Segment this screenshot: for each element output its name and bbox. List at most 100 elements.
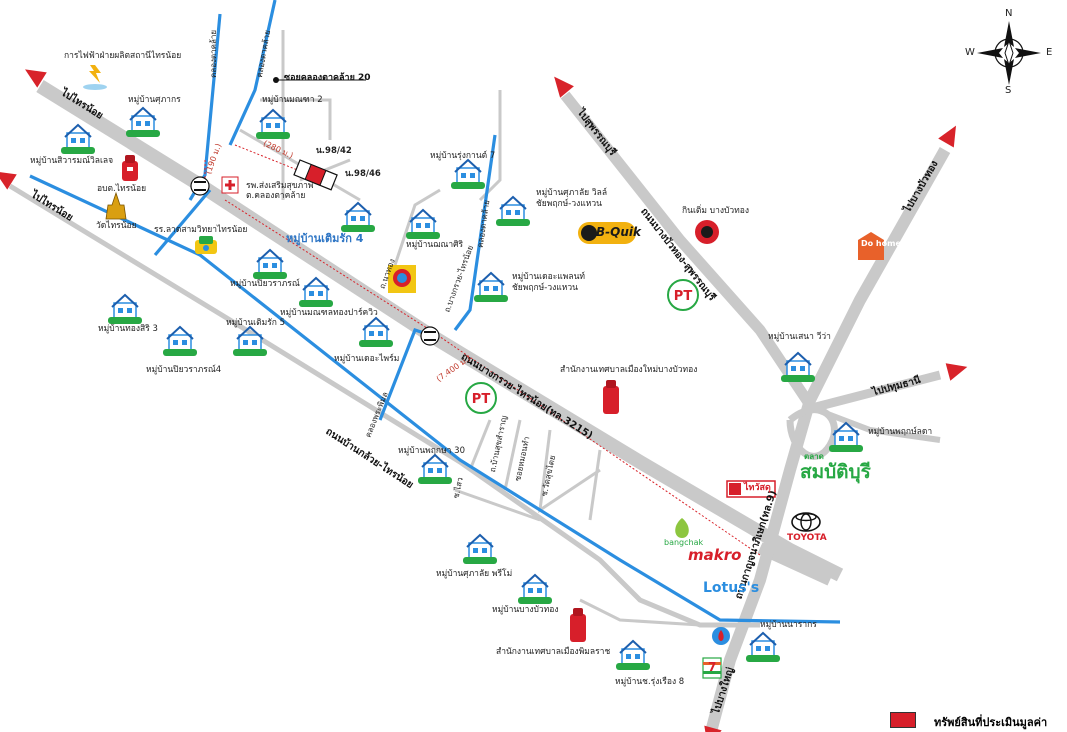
village-label: หมู่บ้านบางบัวทอง	[492, 605, 559, 615]
place-office2: สำนักงานเทศบาลเมืองพิมลราช	[496, 647, 611, 657]
plot-label-2: น.98/46	[345, 169, 381, 179]
house-icon	[615, 640, 651, 671]
road-label-soi20: ซอยคลองตาคล้าย 20	[284, 73, 371, 83]
road-3215	[36, 80, 844, 582]
road-label-soi-a: คลองตาคล้าย	[209, 29, 219, 79]
canal-main	[29, 174, 841, 624]
arrow-to-pathum-icon	[945, 358, 970, 381]
brand-makro: makro	[688, 546, 742, 564]
brand-sombat: สมบัติบุรี	[800, 461, 871, 483]
house-icon	[473, 272, 509, 303]
toyota-logo	[791, 512, 821, 532]
road-kanchana	[706, 147, 951, 730]
village-label: หมู่บ้านสิวารมณ์วิลเลจ	[30, 156, 114, 166]
village-label: หมู่บ้านเดอะแพลนท์ ชัยพฤกษ์-วงแหวน	[512, 272, 585, 293]
place-police: อบต.ไทรน้อย	[97, 184, 147, 194]
village-label: หมู่บ้านพฤกษา 30	[398, 446, 465, 456]
canal-b	[228, 0, 277, 146]
brand-sombat-small: ตลาด	[804, 452, 824, 461]
compass-s: S	[1005, 85, 1012, 96]
village-label: หมู่บ้านมณฑา 2	[262, 95, 323, 105]
place-kinsem: กินเติ่ม บางบัวทอง	[682, 206, 750, 216]
place-office1: สำนักงานเทศบาลเมืองใหม่บางบัวทอง	[560, 365, 698, 375]
village-label: หมู่บ้านพฤกษ์ลดา	[868, 427, 933, 437]
police-icon	[122, 155, 138, 181]
house-icon	[125, 107, 161, 138]
canal-c	[153, 188, 212, 257]
village-label: หมู่บ้านเติมรัก 4	[286, 232, 364, 245]
school-icon	[195, 236, 217, 254]
kinsem-icon	[695, 220, 719, 244]
intersection-1-icon	[190, 176, 210, 196]
hospital-icon	[221, 176, 239, 194]
village-label: หมู่บ้านเดอะไพร์ม	[334, 354, 400, 364]
bangchak-logo	[675, 518, 689, 538]
brand-thaiwatsadu: ไทวัสดุ	[744, 483, 771, 493]
compass-w: W	[965, 47, 975, 58]
village-label: หมู่บ้านช.รุ่งเรือง 8	[615, 677, 685, 687]
place-temple: วัดไทรน้อย	[96, 221, 137, 231]
ptt-icon	[712, 627, 730, 645]
house-icon	[107, 294, 143, 325]
place-hospital: รพ.ส่งเสริมสุขภาพ ต.คลองตาคล้าย	[246, 181, 314, 202]
egat-icon	[83, 65, 107, 90]
house-icon	[162, 326, 198, 357]
house-icon	[255, 109, 291, 140]
pt-icon-2: PT	[465, 382, 497, 414]
village-label: หมู่บ้านศุภากร	[128, 95, 181, 105]
house-icon	[340, 202, 376, 233]
village-label: หมู่บ้านนารากร	[760, 620, 817, 630]
temple-icon	[105, 191, 127, 220]
village-label: หมู่บ้านปิยวราภรณ์	[230, 279, 300, 289]
brand-toyota: TOYOTA	[787, 533, 827, 543]
pt-icon-1: PT	[667, 279, 699, 311]
place-egat: การไฟฟ้าฝ่ายผลิตสถานีไทรน้อย	[64, 51, 182, 61]
house-icon	[450, 159, 486, 190]
legend-label: ทรัพย์สินที่ประเมินมูลค่า	[934, 716, 1048, 729]
village-label: หมู่บ้านมณฑลทองปาร์ควิว	[280, 308, 378, 318]
compass-e: E	[1046, 47, 1053, 58]
place-school: รร.ลาดสามวิทยาไทรน้อย	[154, 225, 248, 235]
intersection-2-icon	[420, 326, 440, 346]
dohome-logo	[858, 232, 884, 260]
brand-bquik: B-Quik	[596, 225, 641, 239]
brand-seven: 7	[708, 660, 717, 674]
house-icon	[60, 124, 96, 155]
village-label: หมู่บ้านรุ่งกานต์ 7	[430, 151, 496, 161]
arrow-to-bangbuathong-icon	[938, 121, 964, 148]
canal-d	[453, 134, 497, 331]
brand-bangchak: bangchak	[664, 538, 704, 547]
house-icon	[252, 249, 288, 280]
property-plot	[293, 159, 338, 191]
house-icon	[745, 632, 781, 663]
canals-layer	[29, 0, 841, 624]
village-label: หมู่บ้านเสนา วีว่า	[768, 332, 831, 342]
house-icon	[462, 534, 498, 565]
village-label: หมู่บ้านทองสิริ 3	[98, 324, 158, 334]
brand-lotus: Lotus's	[703, 580, 760, 596]
village-label: หมู่บ้านศุภาลัย วิลล์ ชัยพฤกษ์-วงแหวน	[536, 188, 608, 209]
bquik-logo	[578, 222, 636, 244]
plot-label-1: น.98/42	[316, 146, 352, 156]
road-bangbua	[560, 91, 817, 412]
legend-property-swatch	[890, 712, 916, 728]
brand-dohome: Do home	[861, 239, 901, 248]
house-icon	[298, 277, 334, 308]
compass-n: N	[1005, 8, 1013, 19]
village-label: หมู่บ้านปิยวราภรณ์4	[146, 365, 222, 375]
office2-icon	[570, 608, 586, 642]
office1-icon	[603, 380, 619, 414]
house-icon	[517, 574, 553, 605]
thaiwatsadu-logo	[726, 480, 776, 498]
svg-text:PT: PT	[472, 392, 491, 407]
svg-text:PT: PT	[674, 289, 693, 304]
village-label: หมู่บ้านเติมรัก 5	[226, 318, 286, 328]
house-icon	[358, 317, 394, 348]
village-label: หมู่บ้านฌณาศิริ	[406, 240, 464, 250]
seven-eleven-logo	[702, 657, 722, 679]
petrol-icon	[388, 265, 416, 293]
house-icon	[417, 454, 453, 485]
house-icon	[495, 196, 531, 227]
compass-icon	[977, 21, 1041, 85]
